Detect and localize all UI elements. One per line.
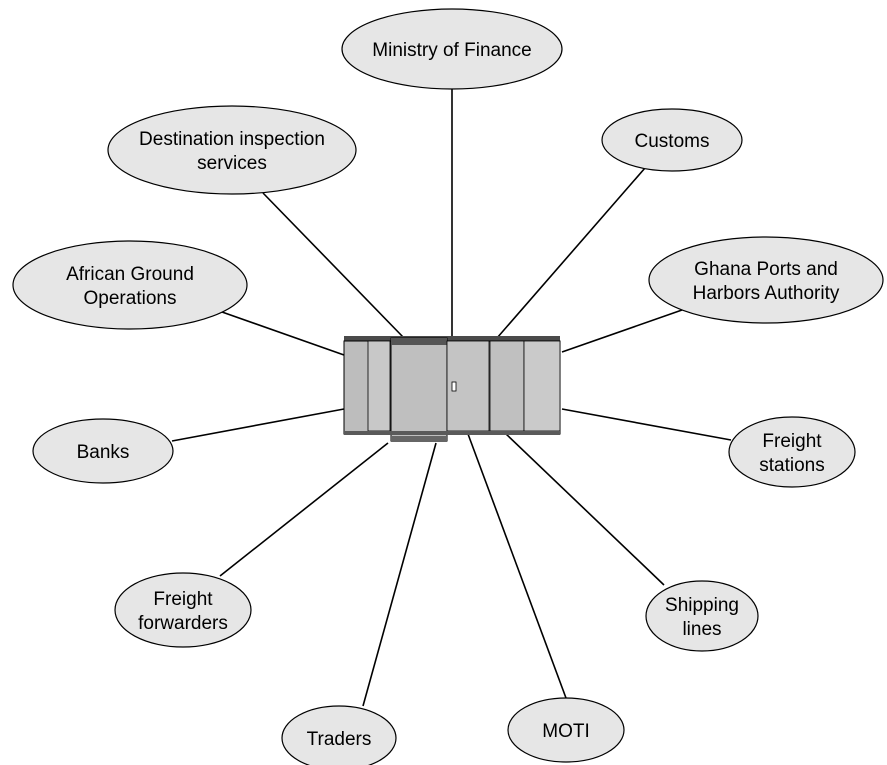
node-traders: Traders: [281, 705, 397, 765]
server-handle-icon: [451, 381, 457, 392]
node-moti: MOTI: [507, 697, 625, 763]
label-freight-stations-line-1: Freight: [762, 431, 822, 452]
node-banks: Banks: [32, 418, 174, 484]
ellipse-destination-inspection-services: [107, 105, 357, 195]
server-top-edge: [344, 336, 560, 342]
connector-freight-stations: [561, 408, 732, 441]
connector-moti: [467, 433, 567, 699]
ellipse-freight-stations: [728, 416, 856, 488]
label-freight-forwarders-line-1: Freight: [153, 589, 213, 610]
ellipse-traders: [281, 705, 397, 765]
ellipse-banks: [32, 418, 174, 484]
label-ghana-ports-and-harbors-authority-line-2: Harbors Authority: [693, 283, 840, 304]
ellipse-freight-forwarders: [114, 572, 252, 648]
label-freight-forwarders-line-2: forwarders: [138, 613, 228, 634]
server-panel-right: [489, 340, 525, 432]
node-customs: Customs: [601, 108, 743, 172]
connector-banks: [171, 408, 345, 442]
server-panel-left: [367, 340, 391, 432]
label-shipping-lines-line-2: lines: [682, 619, 721, 640]
label-traders-line-1: Traders: [307, 729, 372, 750]
label-destination-inspection-services-line-2: services: [197, 153, 267, 174]
server-door-bottom: [391, 436, 447, 442]
label-ministry-of-finance-line-1: Ministry of Finance: [372, 40, 531, 61]
connector-customs: [496, 167, 646, 339]
label-moti-line-1: MOTI: [542, 721, 590, 742]
label-banks-line-1: Banks: [77, 442, 130, 463]
server-panel-far-right: [523, 340, 561, 432]
label-shipping-lines-line-1: Shipping: [665, 595, 739, 616]
server-door: [390, 337, 448, 442]
ellipse-customs: [601, 108, 743, 172]
ellipse-ministry-of-finance: [341, 8, 563, 90]
label-destination-inspection-services-line-1: Destination inspection: [139, 129, 325, 150]
connector-freight-forwarders: [219, 442, 389, 577]
connector-ghana-ports-and-harbors-authority: [561, 309, 683, 353]
ellipse-african-ground-operations: [12, 240, 248, 330]
server-base: [344, 431, 560, 435]
connector-destination-inspection-services: [262, 192, 405, 339]
label-ghana-ports-and-harbors-authority-line-1: Ghana Ports and: [694, 259, 838, 280]
ellipse-moti: [507, 697, 625, 763]
connector-shipping-lines: [504, 432, 665, 586]
connector-traders: [362, 442, 437, 707]
node-ministry-of-finance: Ministry of Finance: [341, 8, 563, 90]
connector-african-ground-operations: [221, 311, 345, 356]
ellipse-ghana-ports-and-harbors-authority: [648, 236, 884, 324]
server-door-top: [391, 338, 447, 345]
label-african-ground-operations-line-1: African Ground: [66, 264, 194, 285]
ellipse-shipping-lines: [645, 580, 759, 652]
central-server-icon: [343, 336, 561, 442]
label-african-ground-operations-line-2: Operations: [84, 288, 177, 309]
label-customs-line-1: Customs: [635, 131, 710, 152]
node-freight-stations: Freight stations: [728, 416, 856, 488]
label-freight-stations-line-2: stations: [759, 455, 824, 476]
node-destination-inspection-services: Destination inspection services: [107, 105, 357, 195]
connector-lines: [171, 89, 732, 707]
node-shipping-lines: Shipping lines: [645, 580, 759, 652]
node-freight-forwarders: Freight forwarders: [114, 572, 252, 648]
